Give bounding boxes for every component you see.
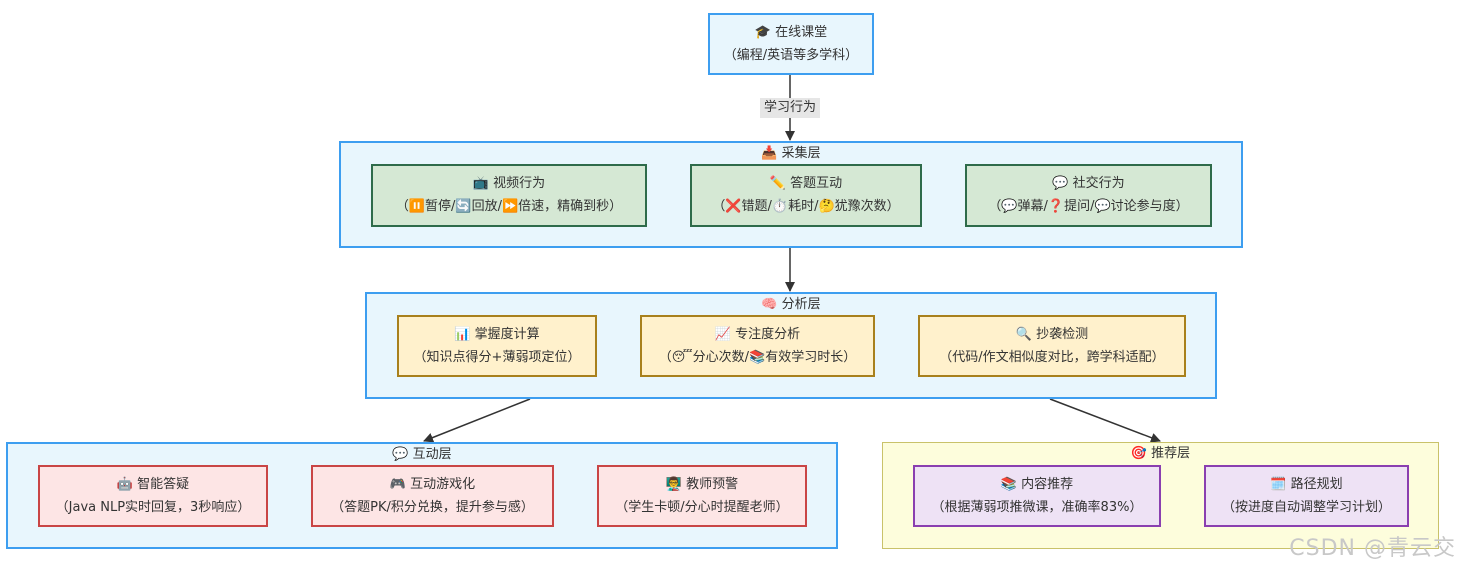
node-desc: （按进度自动调整学习计划） — [1221, 500, 1391, 515]
node-desc: （❌错题/⏱️耗时/🤔犹豫次数） — [712, 199, 900, 214]
online-classroom-node: 🎓 在线课堂 （编程/英语等多学科） — [708, 13, 874, 75]
node-title: 👨‍🏫 教师预警 — [665, 477, 739, 492]
layer-title: 🧠 分析层 — [761, 297, 821, 312]
arrow-analysis-to-interaction — [423, 398, 531, 443]
path-planning-node: 🗓️ 路径规划 （按进度自动调整学习计划） — [1204, 465, 1409, 527]
node-title: 📊 掌握度计算 — [454, 327, 540, 342]
node-title: 🔍 抄袭检测 — [1015, 327, 1089, 342]
quiz-interaction-node: ✏️ 答题互动 （❌错题/⏱️耗时/🤔犹豫次数） — [690, 164, 922, 227]
node-title: 🎮 互动游戏化 — [389, 477, 476, 492]
social-behavior-node: 💬 社交行为 （💬弹幕/❓提问/💬讨论参与度） — [965, 164, 1212, 227]
arrow-analysis-to-recommend — [1049, 398, 1161, 443]
node-desc: （知识点得分+薄弱项定位） — [413, 350, 581, 365]
edge-label-learning-behavior: 学习行为 — [760, 98, 820, 118]
node-desc: （根据薄弱项推微课，准确率83%） — [931, 500, 1143, 515]
content-recommend-node: 📚 内容推荐 （根据薄弱项推微课，准确率83%） — [913, 465, 1161, 527]
node-title: 💬 社交行为 — [1052, 176, 1125, 191]
node-desc: （💬弹幕/❓提问/💬讨论参与度） — [988, 199, 1189, 214]
node-title: ✏️ 答题互动 — [769, 176, 843, 191]
node-desc: （学生卡顿/分心时提醒老师） — [615, 500, 789, 515]
node-title: 🎓 在线课堂 — [754, 25, 828, 40]
node-desc: （⏸️暂停/🔄回放/⏩倍速，精确到秒） — [395, 199, 623, 214]
node-title: 📺 视频行为 — [472, 176, 546, 191]
layer-title: 💬 互动层 — [392, 447, 452, 462]
node-title: 📚 内容推荐 — [1000, 477, 1074, 492]
node-desc: （😴分心次数/📚有效学习时长） — [658, 350, 857, 365]
plagiarism-detection-node: 🔍 抄袭检测 （代码/作文相似度对比，跨学科适配） — [918, 315, 1186, 377]
smart-qa-node: 🤖 智能答疑 （Java NLP实时回复，3秒响应） — [38, 465, 268, 527]
layer-title: 🎯 推荐层 — [1130, 446, 1191, 461]
node-title: 🗓️ 路径规划 — [1270, 477, 1343, 492]
node-title: 🤖 智能答疑 — [116, 477, 190, 492]
focus-analysis-node: 📈 专注度分析 （😴分心次数/📚有效学习时长） — [640, 315, 875, 377]
gamification-node: 🎮 互动游戏化 （答题PK/积分兑换，提升参与感） — [311, 465, 554, 527]
video-behavior-node: 📺 视频行为 （⏸️暂停/🔄回放/⏩倍速，精确到秒） — [371, 164, 647, 227]
node-desc: （Java NLP实时回复，3秒响应） — [55, 500, 251, 515]
teacher-alert-node: 👨‍🏫 教师预警 （学生卡顿/分心时提醒老师） — [597, 465, 807, 527]
node-desc: （编程/英语等多学科） — [723, 48, 859, 63]
node-desc: （答题PK/积分兑换，提升参与感） — [331, 500, 534, 515]
mastery-calculation-node: 📊 掌握度计算 （知识点得分+薄弱项定位） — [397, 315, 597, 377]
node-desc: （代码/作文相似度对比，跨学科适配） — [939, 350, 1165, 365]
watermark: CSDN @青云交 — [1289, 536, 1456, 561]
node-title: 📈 专注度分析 — [714, 327, 801, 342]
layer-title: 📥 采集层 — [761, 146, 821, 161]
